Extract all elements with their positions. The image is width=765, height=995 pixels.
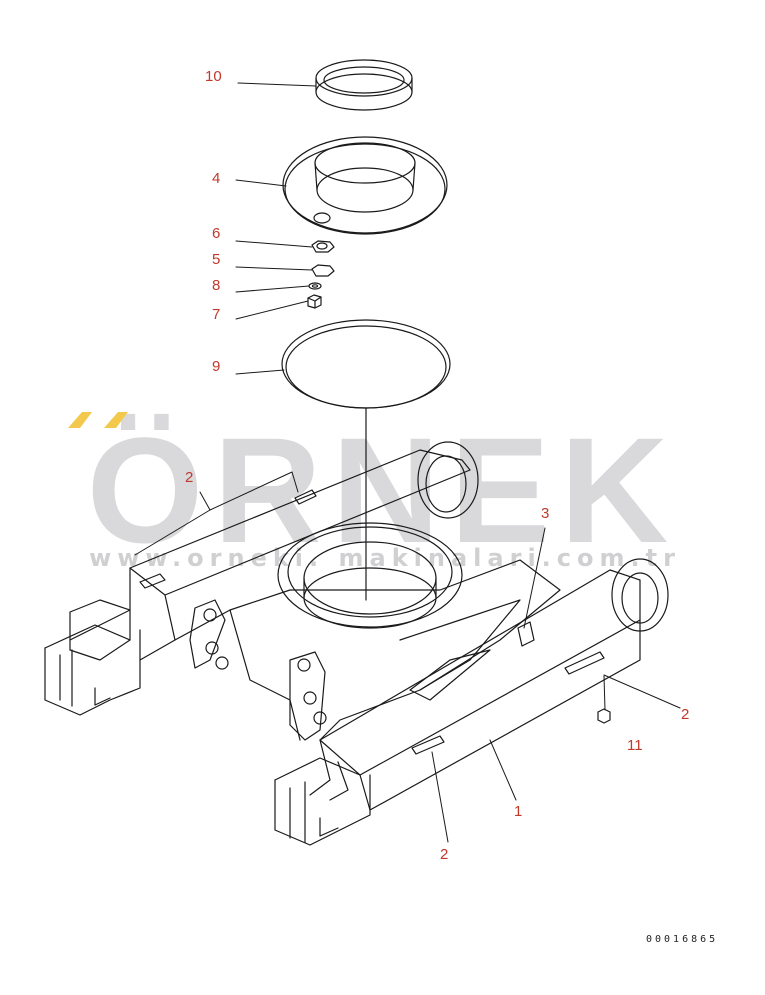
callout-2-bottom: 2 [440, 846, 449, 863]
callout-3: 3 [541, 505, 550, 522]
leader-lines [134, 82, 681, 843]
callout-4: 4 [212, 170, 221, 187]
part-10-seal-ring [315, 59, 413, 111]
part-6-plate [311, 240, 335, 253]
callout-7: 7 [212, 306, 221, 323]
callout-2-right: 2 [681, 706, 690, 723]
part-9-o-ring [281, 319, 451, 409]
callout-9: 9 [212, 358, 221, 375]
part-8-washer [308, 282, 322, 290]
callout-10: 10 [205, 68, 222, 85]
watermark-accent [68, 412, 128, 428]
document-number: 00016865 [646, 934, 719, 945]
part-7-nut [307, 294, 322, 309]
callout-8: 8 [212, 277, 221, 294]
callout-1: 1 [514, 803, 523, 820]
callout-11: 11 [627, 737, 643, 754]
part-4-cover [282, 136, 448, 235]
callout-2-left: 2 [185, 469, 194, 486]
track-frame [44, 441, 669, 846]
callout-5: 5 [212, 251, 221, 268]
part-5-plate [311, 264, 335, 277]
callout-6: 6 [212, 225, 221, 242]
